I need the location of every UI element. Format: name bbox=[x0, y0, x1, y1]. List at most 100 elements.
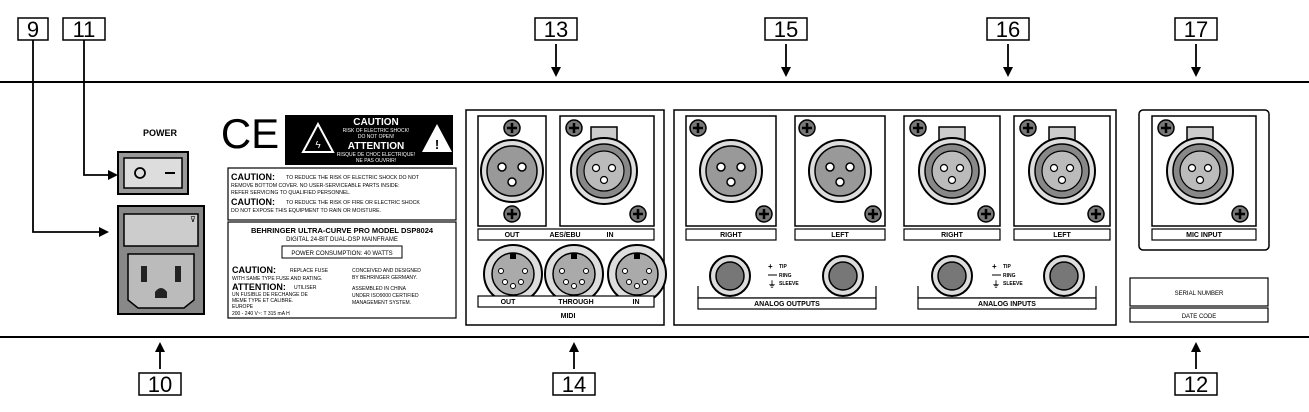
svg-text:⏚: ⏚ bbox=[992, 280, 1000, 289]
svg-text:16: 16 bbox=[996, 17, 1020, 42]
svg-text:⊽: ⊽ bbox=[190, 215, 196, 224]
digital-section bbox=[465, 109, 665, 326]
callout-16: 16 bbox=[986, 17, 1030, 42]
midi-through-label: THROUGH bbox=[558, 299, 593, 306]
svg-text:9: 9 bbox=[27, 17, 39, 42]
aes-ebu-label: AES/EBU bbox=[549, 232, 580, 239]
power-switch[interactable] bbox=[117, 151, 189, 195]
power-label: POWER bbox=[143, 128, 178, 138]
arrow-9 bbox=[32, 40, 109, 237]
svg-text:CAUTION:: CAUTION: bbox=[232, 265, 276, 275]
svg-text:TIP: TIP bbox=[779, 264, 787, 270]
svg-text:EUROPE: EUROPE bbox=[232, 304, 254, 310]
analog-output-left-xlr[interactable] bbox=[794, 115, 886, 227]
svg-text:BEHRINGER ULTRA-CURVE PRO MODE: BEHRINGER ULTRA-CURVE PRO MODEL DSP8024 bbox=[251, 226, 434, 235]
svg-text:10: 10 bbox=[148, 372, 172, 397]
svg-text:ϟ: ϟ bbox=[315, 140, 321, 151]
svg-text:CAUTION:: CAUTION: bbox=[231, 197, 275, 207]
svg-text:BY BEHRINGER GERMANY.: BY BEHRINGER GERMANY. bbox=[352, 275, 417, 281]
analog-input-right-xlr[interactable] bbox=[903, 115, 1001, 227]
mic-input-xlr[interactable] bbox=[1151, 115, 1257, 227]
svg-text:RISK OF ELECTRIC SHOCK!: RISK OF ELECTRIC SHOCK! bbox=[343, 128, 410, 134]
svg-text:CONCEIVED AND DESIGNED: CONCEIVED AND DESIGNED bbox=[352, 268, 421, 274]
ac-power-inlet[interactable]: ⊽ bbox=[117, 205, 205, 315]
arrow-11 bbox=[83, 40, 118, 180]
analog-input-left-jack[interactable] bbox=[1043, 255, 1085, 297]
trs-legend-inputs: + TIP RING ⏚SLEEVE bbox=[992, 262, 1023, 289]
callout-10: 10 bbox=[138, 372, 182, 397]
svg-text:RING: RING bbox=[1003, 273, 1016, 279]
aes-in-label: IN bbox=[607, 232, 614, 239]
svg-text:UN FUSIBLE DE RECHANGE DE: UN FUSIBLE DE RECHANGE DE bbox=[232, 292, 309, 298]
analog-input-right-jack[interactable] bbox=[931, 255, 973, 297]
aes-in-connector[interactable] bbox=[559, 115, 655, 227]
analog-section bbox=[673, 109, 1117, 326]
svg-text:UNDER ISO9000 CERTIFIED: UNDER ISO9000 CERTIFIED bbox=[352, 293, 419, 299]
svg-text:DIGITAL 24-BIT DUAL-DSP MAINFR: DIGITAL 24-BIT DUAL-DSP MAINFRAME bbox=[286, 237, 398, 243]
svg-text:+: + bbox=[768, 262, 773, 271]
serial-number-field bbox=[1129, 277, 1269, 307]
callout-13: 13 bbox=[534, 17, 578, 42]
svg-text:RING: RING bbox=[779, 273, 792, 279]
svg-text:NE PAS OUVRIR!: NE PAS OUVRIR! bbox=[356, 158, 396, 164]
svg-text:14: 14 bbox=[562, 372, 586, 397]
analog-output-left-jack[interactable] bbox=[822, 255, 864, 297]
svg-text:⏚: ⏚ bbox=[768, 280, 776, 289]
svg-text:WITH SAME TYPE FUSE AND RATING: WITH SAME TYPE FUSE AND RATING. bbox=[232, 276, 322, 282]
svg-text:13: 13 bbox=[544, 17, 568, 42]
svg-text:TO REDUCE THE RISK OF ELECTRIC: TO REDUCE THE RISK OF ELECTRIC SHOCK DO … bbox=[286, 175, 420, 181]
analog-output-left-label: LEFT bbox=[831, 232, 849, 239]
svg-text:12: 12 bbox=[1184, 372, 1208, 397]
svg-text:REPLACE FUSE: REPLACE FUSE bbox=[290, 268, 329, 274]
svg-text:MANAGEMENT SYSTEM.: MANAGEMENT SYSTEM. bbox=[352, 300, 411, 306]
svg-text:!: ! bbox=[435, 137, 439, 152]
aes-out-connector[interactable] bbox=[477, 115, 547, 227]
svg-text:ASSEMBLED IN CHINA: ASSEMBLED IN CHINA bbox=[352, 286, 407, 292]
svg-text:11: 11 bbox=[73, 17, 96, 42]
mic-input-label: MIC INPUT bbox=[1186, 232, 1223, 239]
midi-label: MIDI bbox=[561, 313, 576, 320]
svg-text:POWER CONSUMPTION: 40 WATTS: POWER CONSUMPTION: 40 WATTS bbox=[291, 251, 392, 257]
analog-output-right-xlr[interactable] bbox=[685, 115, 777, 227]
analog-outputs-label: ANALOG OUTPUTS bbox=[754, 301, 820, 308]
svg-text:RISQUE DE CHOC ELECTRIQUE!: RISQUE DE CHOC ELECTRIQUE! bbox=[337, 152, 415, 158]
model-plate: BEHRINGER ULTRA-CURVE PRO MODEL DSP8024 … bbox=[227, 221, 457, 319]
svg-text:DO NOT EXPOSE THIS EQUIPMENT T: DO NOT EXPOSE THIS EQUIPMENT TO RAIN OR … bbox=[231, 208, 381, 214]
analog-input-left-xlr[interactable] bbox=[1013, 115, 1111, 227]
svg-text:200 - 240 V~: T 315 mA H: 200 - 240 V~: T 315 mA H bbox=[232, 311, 290, 317]
callout-14: 14 bbox=[552, 372, 596, 397]
svg-text:MEME TYPE ET CALIBRE.: MEME TYPE ET CALIBRE. bbox=[232, 298, 293, 304]
svg-text:TO REDUCE THE RISK OF FIRE OR: TO REDUCE THE RISK OF FIRE OR ELECTRIC S… bbox=[286, 200, 420, 206]
svg-text:REMOVE BOTTOM COVER. NO USER-S: REMOVE BOTTOM COVER. NO USER-SERVICEABLE… bbox=[231, 183, 400, 189]
svg-text:REFER SERVICING TO QUALIFIED P: REFER SERVICING TO QUALIFIED PERSONNEL. bbox=[231, 190, 351, 196]
midi-out-label: OUT bbox=[501, 299, 517, 306]
ce-mark: CE bbox=[221, 110, 279, 157]
mic-section bbox=[1138, 109, 1270, 251]
trs-legend-outputs: +TIP RING ⏚SLEEVE bbox=[768, 262, 799, 289]
midi-in-connector[interactable] bbox=[607, 244, 667, 304]
analog-output-right-label: RIGHT bbox=[720, 232, 743, 239]
callout-15: 15 bbox=[764, 17, 808, 42]
svg-text:ATTENTION:: ATTENTION: bbox=[232, 282, 286, 292]
callout-9: 9 bbox=[17, 17, 49, 42]
svg-text:DO NOT OPEN!: DO NOT OPEN! bbox=[358, 134, 394, 140]
analog-input-right-label: RIGHT bbox=[941, 232, 964, 239]
svg-text:CAUTION: CAUTION bbox=[353, 117, 399, 128]
callout-12: 12 bbox=[1174, 372, 1218, 397]
svg-text:SLEEVE: SLEEVE bbox=[1003, 281, 1023, 287]
svg-text:CAUTION:: CAUTION: bbox=[231, 172, 275, 182]
analog-inputs-label: ANALOG INPUTS bbox=[978, 301, 1036, 308]
svg-text:ATTENTION: ATTENTION bbox=[348, 141, 404, 152]
svg-text:+: + bbox=[992, 262, 997, 271]
callout-17: 17 bbox=[1174, 17, 1218, 42]
midi-through-connector[interactable] bbox=[544, 244, 604, 304]
midi-out-connector[interactable] bbox=[483, 244, 543, 304]
svg-text:TIP: TIP bbox=[1003, 264, 1011, 270]
caution-banner: ϟ ! CAUTION RISK OF ELECTRIC SHOCK! DO N… bbox=[285, 115, 453, 165]
date-code-label: DATE CODE bbox=[1182, 314, 1217, 320]
serial-number-label: SERIAL NUMBER bbox=[1175, 291, 1224, 297]
analog-output-right-jack[interactable] bbox=[709, 255, 751, 297]
svg-text:17: 17 bbox=[1184, 17, 1208, 42]
analog-input-left-label: LEFT bbox=[1053, 232, 1071, 239]
